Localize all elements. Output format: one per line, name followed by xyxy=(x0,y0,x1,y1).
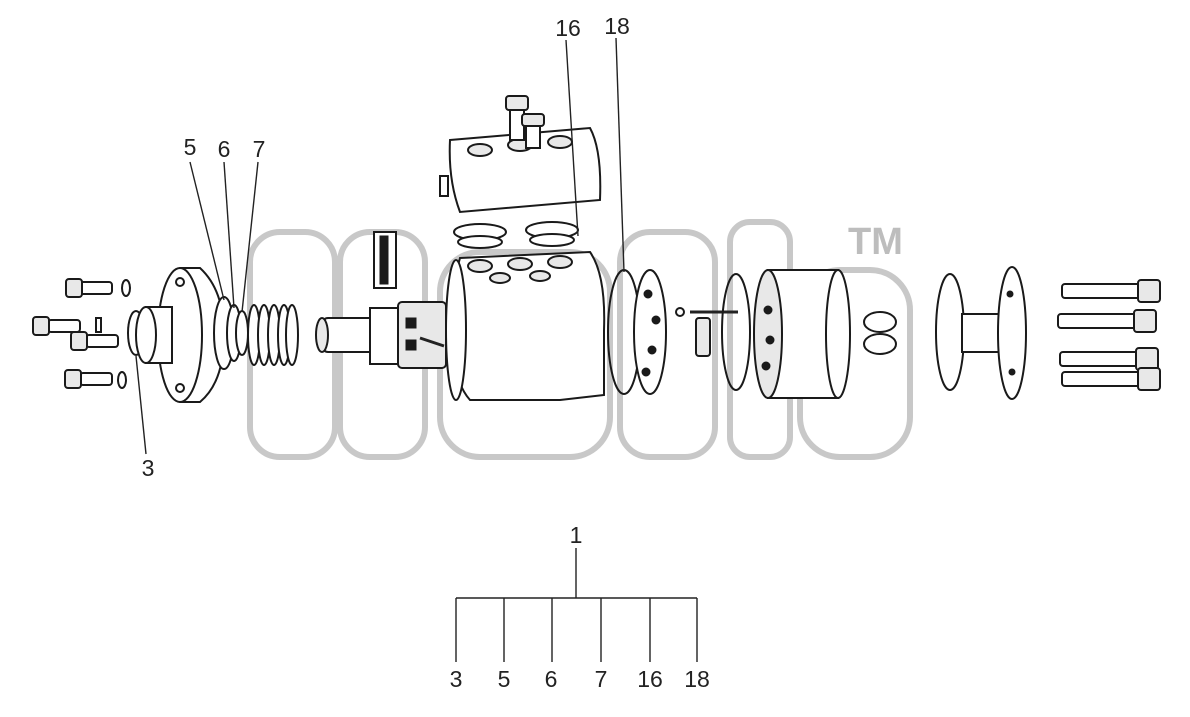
assembly-parent-label: 1 xyxy=(570,522,583,548)
drive-gear xyxy=(675,307,738,357)
right-bolts xyxy=(1057,279,1161,391)
small-o-rings xyxy=(863,311,897,355)
callout-18: 18 xyxy=(604,13,630,39)
second-ring xyxy=(721,273,751,391)
part-7-seal xyxy=(235,310,249,356)
key-part xyxy=(373,231,397,289)
assembly-tree xyxy=(455,548,698,662)
end-cap xyxy=(961,266,1027,400)
assembly-child-label: 3 xyxy=(450,666,463,692)
top-cover xyxy=(439,95,602,214)
main-housing xyxy=(445,250,606,401)
valve-plate xyxy=(633,269,667,395)
front-flange xyxy=(135,267,226,403)
housing-gasket xyxy=(453,221,579,249)
leader-lines xyxy=(135,37,625,455)
spring-stack xyxy=(247,304,299,366)
watermark-trademark: TM xyxy=(848,221,903,263)
callout-16: 16 xyxy=(555,15,581,41)
gerotor-block xyxy=(753,269,851,399)
callout-6: 6 xyxy=(218,136,231,162)
left-bolts xyxy=(32,278,131,389)
assembly-child-label: 6 xyxy=(545,666,558,692)
spool-shaft xyxy=(315,301,447,369)
assembly-child-label: 7 xyxy=(595,666,608,692)
large-o-ring xyxy=(935,273,965,391)
assembly-child-label: 5 xyxy=(498,666,511,692)
callout-7: 7 xyxy=(253,136,266,162)
assembly-child-label: 16 xyxy=(637,666,663,692)
callout-3: 3 xyxy=(142,455,155,481)
assembly-child-label: 18 xyxy=(684,666,710,692)
callout-5: 5 xyxy=(184,134,197,160)
